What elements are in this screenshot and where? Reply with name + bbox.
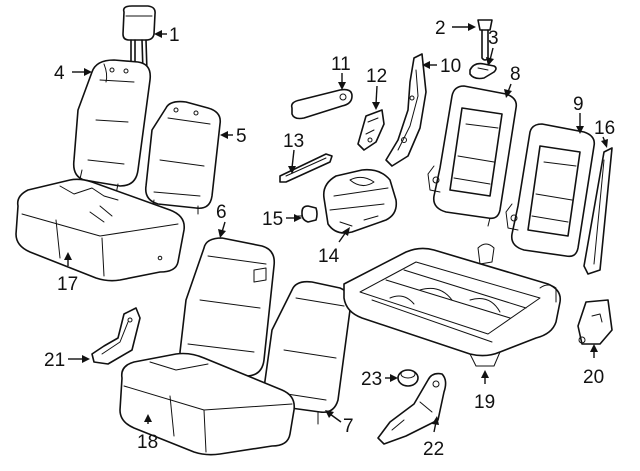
callout-7: 7 — [343, 416, 354, 437]
part-clip — [469, 62, 497, 80]
callout-15: 15 — [262, 209, 283, 230]
callout-14: 14 — [318, 246, 340, 267]
part-grommet — [397, 369, 419, 387]
part-armrest — [290, 88, 353, 120]
callout-3: 3 — [488, 28, 499, 49]
part-left-cushion — [15, 178, 186, 282]
callout-12: 12 — [366, 66, 387, 87]
part-seatback-frame-2 — [505, 123, 596, 258]
part-seat-base — [343, 243, 562, 367]
part-seatback-cover — [144, 100, 222, 215]
callout-21: 21 — [44, 350, 65, 371]
part-side-trim — [385, 53, 427, 167]
part-bracket — [357, 109, 385, 151]
callout-17: 17 — [57, 274, 78, 295]
part-hinge-bracket — [91, 307, 141, 365]
callout-16: 16 — [594, 118, 615, 139]
callout-10: 10 — [440, 56, 461, 77]
callout-1: 1 — [169, 25, 180, 46]
callout-23: 23 — [361, 369, 382, 390]
callout-20: 20 — [583, 367, 604, 388]
part-left-seatback — [72, 59, 152, 195]
part-pivot-bracket — [377, 372, 447, 445]
part-seatback-frame — [427, 85, 518, 227]
part-push-pin — [295, 205, 318, 223]
callout-9: 9 — [573, 94, 584, 115]
callout-8: 8 — [510, 64, 521, 85]
callout-5: 5 — [236, 126, 247, 147]
part-long-trim — [583, 147, 613, 275]
callout-6: 6 — [216, 202, 227, 223]
part-trim-rail — [279, 153, 333, 183]
callout-11: 11 — [331, 54, 351, 75]
callout-2: 2 — [435, 18, 446, 39]
part-storage-tray — [322, 168, 398, 234]
callout-labels: 1 2 3 4 5 6 7 8 9 10 11 12 13 14 15 16 1… — [44, 18, 615, 460]
callout-13: 13 — [283, 131, 304, 152]
part-right-cushion — [119, 352, 296, 456]
callout-18: 18 — [137, 432, 158, 453]
part-cover-plate — [577, 299, 613, 345]
leader-lines — [64, 23, 608, 433]
callout-19: 19 — [474, 392, 495, 413]
callout-22: 22 — [423, 439, 444, 460]
callout-4: 4 — [54, 63, 65, 84]
